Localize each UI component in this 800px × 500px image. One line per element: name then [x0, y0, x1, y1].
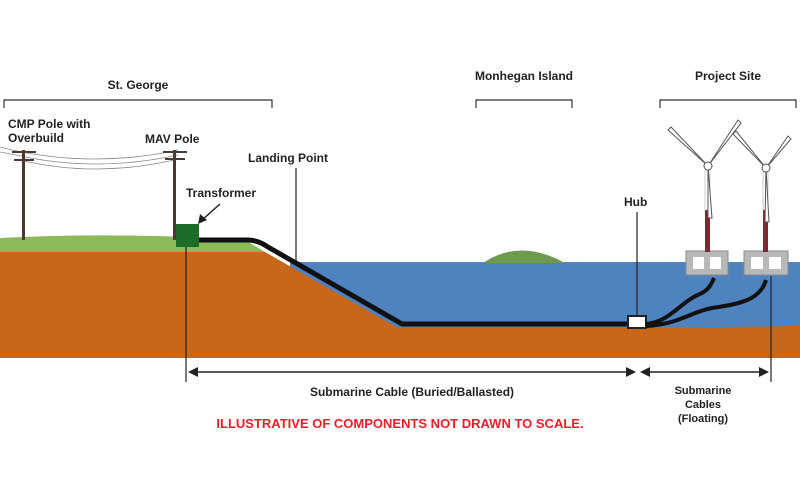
hub-box [627, 315, 647, 329]
monhegan-island-bracket [475, 99, 573, 108]
dim-arrow-right [759, 367, 769, 377]
monhegan-island-shape [483, 250, 565, 263]
transformer-arrow-head [198, 214, 207, 224]
wind-turbine-1 [667, 119, 742, 252]
project-site-bracket [659, 99, 797, 108]
floating-platform-2 [743, 250, 789, 276]
floating-cables [645, 277, 768, 328]
dim-arrow-mid-right [640, 367, 650, 377]
monhegan-island-label: Monhegan Island [475, 69, 573, 83]
hub-label: Hub [624, 195, 647, 209]
submarine-cables-floating-line1: Submarine [675, 385, 732, 397]
cmp-pole [12, 150, 36, 240]
submarine-cables-floating-line2: Cables [685, 399, 721, 411]
wind-turbine-2 [732, 130, 792, 252]
submarine-cables-floating-line3: (Floating) [678, 413, 728, 425]
submarine-cable-buried-label: Submarine Cable (Buried/Ballasted) [310, 385, 514, 399]
st-george-label: St. George [108, 78, 169, 92]
dim-arrow-left [188, 367, 198, 377]
floating-platform-1 [685, 250, 729, 276]
transformer-label: Transformer [186, 186, 256, 200]
landing-point-label: Landing Point [248, 151, 328, 165]
power-lines [0, 146, 179, 170]
cmp-pole-label-line1: CMP Pole with [8, 117, 90, 131]
buried-cable [199, 237, 636, 327]
mav-pole-label: MAV Pole [145, 132, 200, 146]
seabed-ground [0, 252, 800, 358]
cmp-pole-label-line2: Overbuild [8, 131, 64, 145]
st-george-bracket [3, 99, 273, 108]
dim-arrow-mid-left [626, 367, 636, 377]
project-site-label: Project Site [695, 69, 761, 83]
mav-pole [163, 150, 187, 240]
scale-disclaimer: ILLUSTRATIVE OF COMPONENTS NOT DRAWN TO … [216, 416, 583, 431]
transformer-arrow-shaft [201, 203, 221, 221]
transformer-box [176, 224, 199, 247]
